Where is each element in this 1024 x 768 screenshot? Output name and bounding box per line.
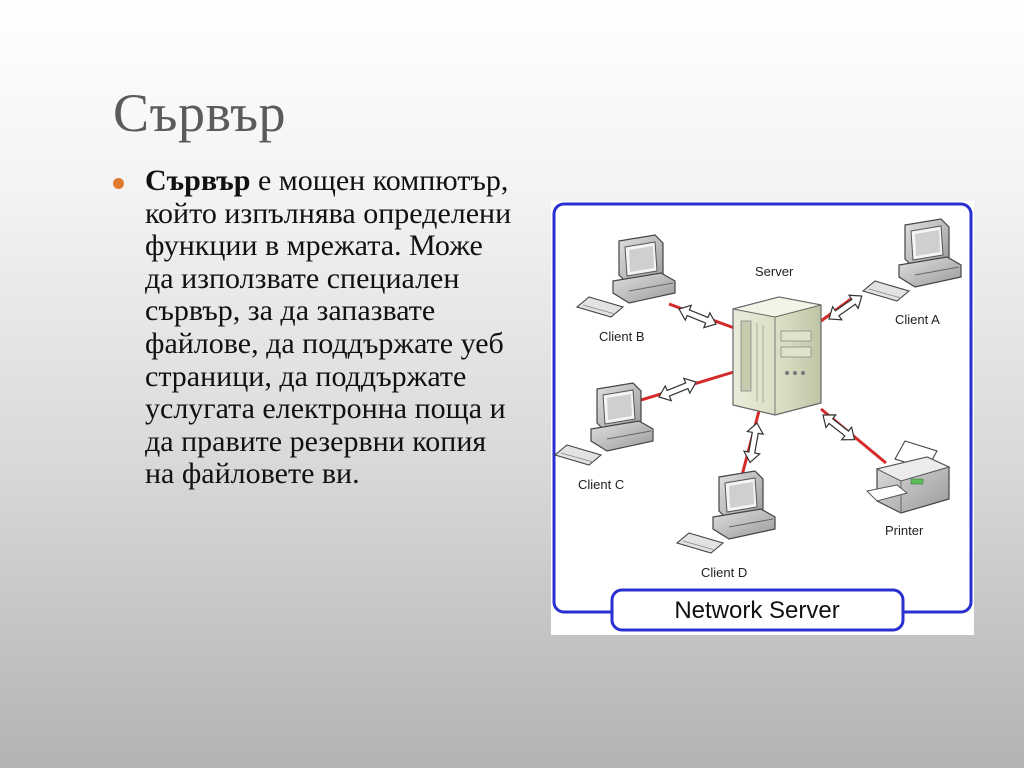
slide-title: Сървър [113,83,287,143]
client-b-computer-icon [576,234,676,318]
label-client-c: Client C [578,477,624,492]
client-c-computer-icon [554,382,654,466]
bullet-paragraph: Сървър е мощен компютър, който изпълнява… [145,164,513,491]
server-tower-icon [732,296,822,416]
arrow-client-a [823,288,867,327]
client-a-computer-icon [862,218,962,302]
diagram-caption: Network Server [674,597,839,624]
arrow-client-c [655,373,700,406]
label-client-a: Client A [895,312,940,327]
caption-box [610,588,905,632]
bullet-bold-term: Сървър [145,164,251,197]
label-client-b: Client B [599,329,645,344]
bullet-dot-icon [113,178,124,189]
arrow-printer [817,408,861,447]
printer-icon [865,440,951,514]
label-client-d: Client D [701,565,747,580]
client-d-computer-icon [676,470,776,554]
arrow-client-b [675,300,720,333]
network-diagram-svg: Server Client A Client B Client C Client… [552,202,973,632]
label-printer: Printer [885,523,924,538]
label-server: Server [755,264,794,279]
network-diagram: Server Client A Client B Client C Client… [551,201,974,635]
bullet-body-text: е мощен компютър, който изпълнява опреде… [145,164,512,491]
bullet-item: Сървър е мощен компютър, който изпълнява… [113,164,513,491]
